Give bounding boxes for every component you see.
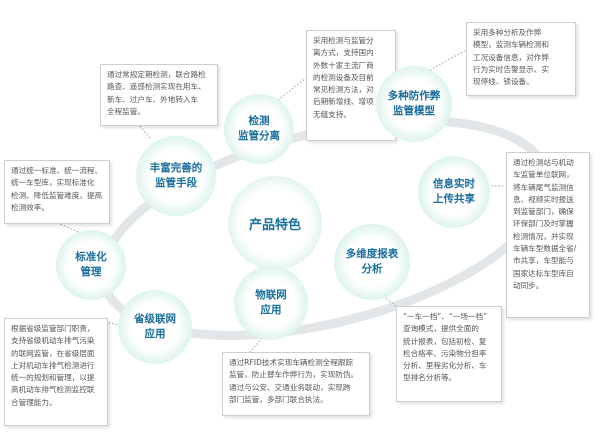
node-iot: 物联网 应用 xyxy=(234,266,308,340)
leader-standard xyxy=(59,223,79,233)
node-label-multidim: 多维度报表 分析 xyxy=(345,247,399,275)
desc-box-means: 通过常规定期检测，联合路检 路查、遥感检测实现在用车、 新车、过户车、外地转入车… xyxy=(100,64,218,126)
desc-text-means: 通过常规定期检测，联合路检 路查、遥感检测实现在用车、 新车、过户车、外地转入车… xyxy=(107,70,206,116)
leader-fraud xyxy=(429,49,467,71)
node-realtime: 信息实时 上传共享 xyxy=(418,156,490,228)
desc-box-realtime: 通过检测站与机动 车监管单位联网， 将车辆尾气监测信 息、视频实时报送 到监管部… xyxy=(506,152,590,318)
node-label-standard: 标准化 管理 xyxy=(75,250,107,278)
node-means: 丰富完善的 监管手段 xyxy=(136,136,216,216)
desc-text-standard: 通过统一标准、统一流程、 统一车型库，实现标准化 检测、降低监管难度，提高 检测… xyxy=(11,166,103,212)
center-circle: 产品特色 xyxy=(228,176,322,270)
desc-text-realtime: 通过检测站与机动 车监管单位联网， 将车辆尾气监测信 息、视频实时报送 到监管部… xyxy=(513,158,577,290)
node-label-detect: 检测 监管分离 xyxy=(238,114,280,142)
node-fraud: 多种防作弊 监管模型 xyxy=(376,66,452,142)
desc-box-iot: 通过RFID技术实现车辆检测全程跟踪 监管，防止替车作弊行为，实现防伪。 通过与… xyxy=(222,352,370,416)
node-province: 省级联网 应用 xyxy=(118,290,192,364)
node-label-province: 省级联网 应用 xyxy=(134,312,176,340)
node-label-realtime: 信息实时 上传共享 xyxy=(433,177,475,205)
desc-box-standard: 通过统一标准、统一流程、 统一车型库，实现标准化 检测、降低监管难度，提高 检测… xyxy=(4,160,110,224)
node-multidim: 多维度报表 分析 xyxy=(334,224,410,300)
desc-box-multidim: “一车一档”、“一场一档” 查询模式，提供全面的 统计报表，包括初检、复 检合格… xyxy=(396,306,502,402)
desc-text-detect: 采用检测与监管分 离方式，支持国内 外数十家主流厂商 的检测设备及目前 常见检测… xyxy=(313,36,374,119)
node-standard: 标准化 管理 xyxy=(56,230,126,300)
node-label-fraud: 多种防作弊 监管模型 xyxy=(387,89,441,117)
leader-iot xyxy=(249,337,263,353)
leader-detect xyxy=(277,77,307,101)
node-label-iot: 物联网 应用 xyxy=(255,288,287,316)
desc-text-iot: 通过RFID技术实现车辆检测全程跟踪 监管，防止替车作弊行为，实现防伪。 通过与… xyxy=(229,358,359,404)
node-detect: 检测 监管分离 xyxy=(224,94,294,164)
desc-text-multidim: “一车一档”、“一场一档” 查询模式，提供全面的 统计报表，包括初检、复 检合格… xyxy=(403,312,488,383)
leader-means xyxy=(139,125,151,139)
desc-box-fraud: 采用多种分析及作弊 模型，监测车辆检测和 工况设备信息，对作弊 行为实时告警显示… xyxy=(466,22,576,96)
center-label: 产品特色 xyxy=(248,217,301,233)
desc-box-province: 根据省级监管部门职责， 支持省级机动车排气污染 的联网监管，在省级层面 上对机动… xyxy=(4,318,108,426)
desc-text-fraud: 采用多种分析及作弊 模型，监测车辆检测和 工况设备信息，对作弊 行为实时告警显示… xyxy=(473,28,549,87)
node-label-means: 丰富完善的 监管手段 xyxy=(149,161,203,189)
desc-text-province: 根据省级监管部门职责， 支持省级机动车排气污染 的联网监管，在省级层面 上对机动… xyxy=(11,324,95,407)
